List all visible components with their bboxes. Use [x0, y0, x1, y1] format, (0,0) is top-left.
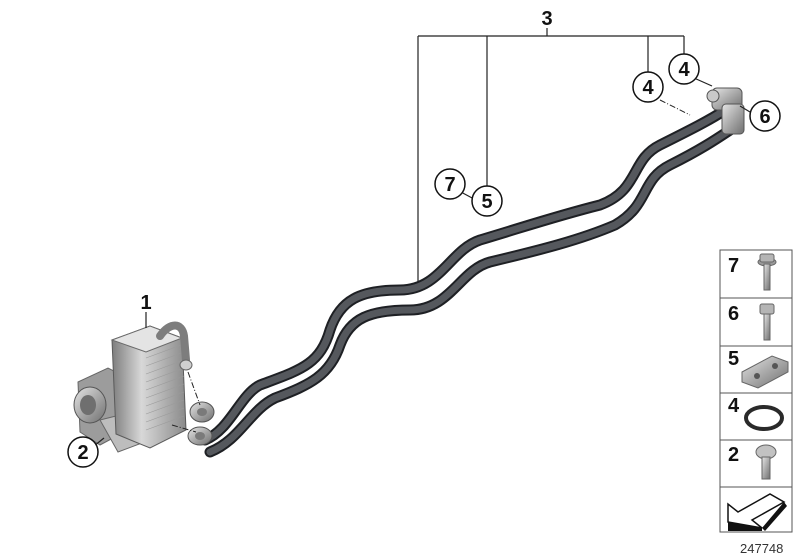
svg-text:4: 4 [728, 395, 740, 417]
legend-item-5: 5 [728, 348, 789, 389]
button-head-screw-icon [755, 444, 777, 480]
svg-text:1: 1 [140, 292, 151, 314]
svg-text:7: 7 [728, 255, 739, 277]
svg-text:3: 3 [541, 8, 552, 30]
assembly-leaders [171, 99, 691, 433]
parts-legend: 7 6 5 4 [719, 249, 793, 533]
svg-text:5: 5 [481, 191, 492, 213]
callout-2: 2 [67, 436, 99, 468]
hose-end-fitting [706, 87, 745, 135]
svg-text:2: 2 [77, 442, 88, 464]
svg-text:6: 6 [759, 106, 770, 128]
svg-text:7: 7 [444, 174, 455, 196]
clamp-bracket-icon [741, 355, 789, 389]
legend-item-2: 2 [728, 444, 777, 480]
callout-1: 1 [140, 292, 151, 314]
legend-item-6: 6 [728, 303, 775, 341]
svg-text:5: 5 [728, 348, 739, 370]
callout-leaders [93, 77, 751, 447]
legend-item-7: 7 [728, 253, 777, 291]
callout-6: 6 [749, 100, 781, 132]
callout-4b: 4 [668, 53, 700, 85]
oil-cooler-hoses [199, 104, 736, 458]
callout-7: 7 [434, 168, 466, 200]
svg-text:4: 4 [678, 59, 690, 81]
hex-bolt-icon [759, 303, 775, 341]
o-ring-icon [744, 405, 784, 431]
flange-bolt-icon [757, 253, 777, 291]
direction-arrow-icon [727, 493, 786, 529]
callout-3: 3 [541, 8, 552, 30]
callout-3-leader [417, 28, 685, 292]
oil-cooler [73, 321, 193, 453]
callout-5: 5 [471, 185, 503, 217]
hose-cooler-fittings [187, 401, 215, 446]
reference-number: 247748 [740, 541, 784, 556]
svg-text:4: 4 [642, 77, 654, 99]
legend-item-4: 4 [728, 395, 784, 431]
svg-text:2: 2 [728, 444, 739, 466]
svg-text:6: 6 [728, 303, 739, 325]
callout-4a: 4 [632, 71, 664, 103]
legend-item-arrow [727, 493, 787, 531]
